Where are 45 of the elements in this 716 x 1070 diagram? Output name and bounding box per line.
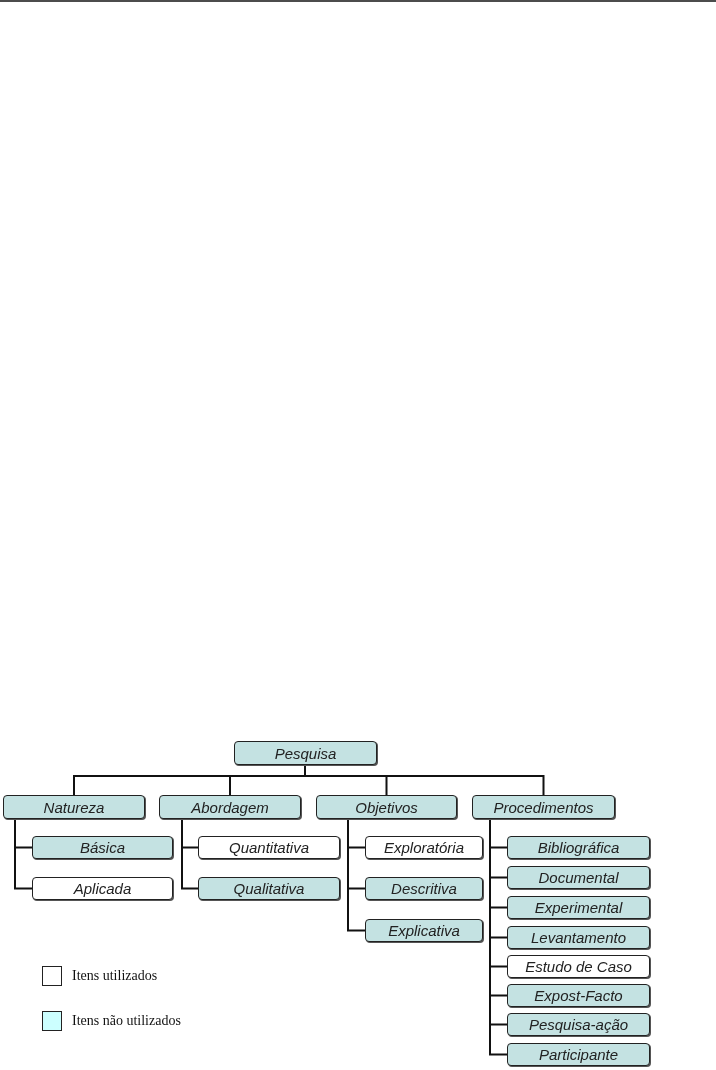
node-label: Aplicada [73, 880, 132, 897]
category-box [32, 877, 173, 900]
category-box [316, 795, 457, 819]
category-box [365, 836, 483, 859]
connector-line [181, 818, 199, 890]
category-box [234, 741, 377, 765]
node-label: Pesquisa-ação [528, 1016, 629, 1033]
category-box [32, 836, 173, 859]
node-label: Objetivos [355, 798, 418, 816]
node-label: Procedimentos [493, 798, 594, 816]
node-label: Exploratória [383, 839, 464, 856]
category-box [507, 866, 650, 889]
category-box [3, 795, 145, 819]
node-label: Qualitativa [233, 880, 305, 897]
category-box [507, 1013, 650, 1036]
node-label: Pesquisa [274, 744, 337, 762]
category-box [507, 984, 650, 1007]
category-box [198, 877, 340, 900]
node-label: Explicativa [388, 922, 460, 939]
node-label: Descritiva [391, 880, 457, 897]
node-label: Estudo de Caso [525, 958, 632, 975]
category-box [507, 836, 650, 859]
node-label: Abordagem [191, 798, 269, 816]
connector-line [14, 818, 33, 890]
legend-label: Itens não utilizados [72, 1013, 181, 1029]
category-box [159, 795, 301, 819]
node-label: Natureza [43, 798, 105, 816]
category-box [365, 877, 483, 900]
node-label: Expost-Facto [534, 987, 623, 1004]
node-label: Bibliográfica [537, 839, 620, 856]
node-label: Básica [80, 839, 125, 856]
category-box [198, 836, 340, 859]
node-label: Documental [538, 869, 619, 886]
legend-label: Itens utilizados [72, 968, 158, 984]
category-box [365, 919, 483, 942]
node-label: Participante [538, 1046, 619, 1063]
connector-line [347, 818, 366, 932]
node-label: Quantitativa [228, 839, 309, 856]
category-box [507, 1043, 650, 1066]
node-label: Levantamento [530, 929, 627, 946]
category-box [507, 955, 650, 978]
category-box [507, 896, 650, 919]
node-label: Experimental [534, 899, 623, 916]
category-box [507, 926, 650, 949]
category-box [472, 795, 615, 819]
